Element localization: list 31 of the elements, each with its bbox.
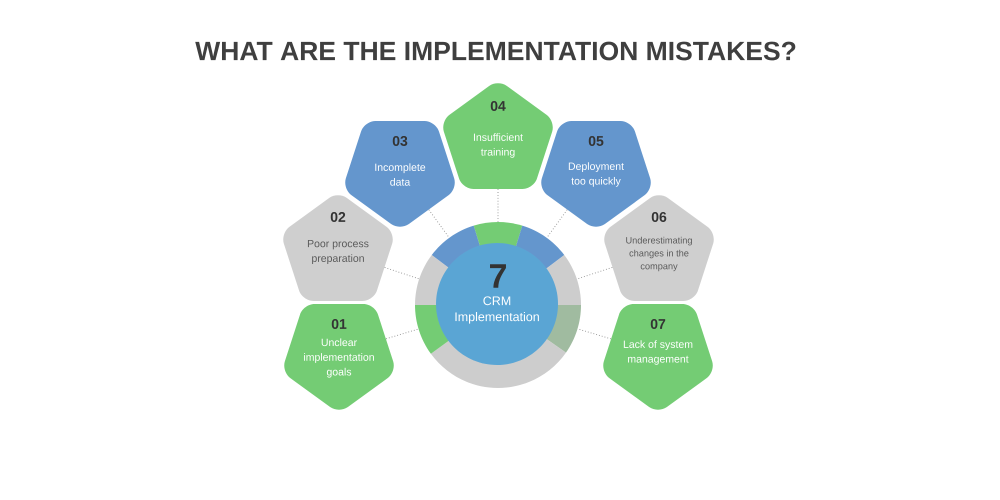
pentagon-card [541,121,651,227]
big-number: 7 [490,264,506,288]
step-number: 04 [490,101,506,111]
step-number: 02 [330,212,346,222]
leader-line [546,209,568,238]
step-number: 06 [652,212,666,222]
card-text: Poor process preparation [308,240,369,264]
pentagon-card [345,121,455,227]
card-text: Unclear implementation goals [304,338,374,378]
leader-line [576,266,613,280]
leader-line [428,209,450,238]
leader-line [384,267,420,280]
step-number: 05 [588,136,604,146]
card-text: Underestimating changes in the company [626,236,692,272]
pentagon-card [603,304,713,410]
title: WHAT ARE THE IMPLEMENTATION MISTAKES? [195,42,796,60]
leader-line [386,328,419,340]
card-text: Lack of system management [624,340,692,365]
pentagon-card [284,304,394,410]
center-text: CRM Implementation [455,296,539,324]
pentagon-card [283,195,393,301]
card-text: Insufficient training [474,133,523,158]
pentagon-card [604,195,714,301]
step-number: 07 [650,319,666,329]
leader-line [577,328,612,340]
pentagon-card [443,83,553,189]
center-circle [415,222,581,388]
card-text: Incomplete data [375,163,426,186]
step-number: 03 [392,136,408,146]
card-text: Deployment too quickly [568,162,624,187]
step-number: 01 [332,319,346,329]
